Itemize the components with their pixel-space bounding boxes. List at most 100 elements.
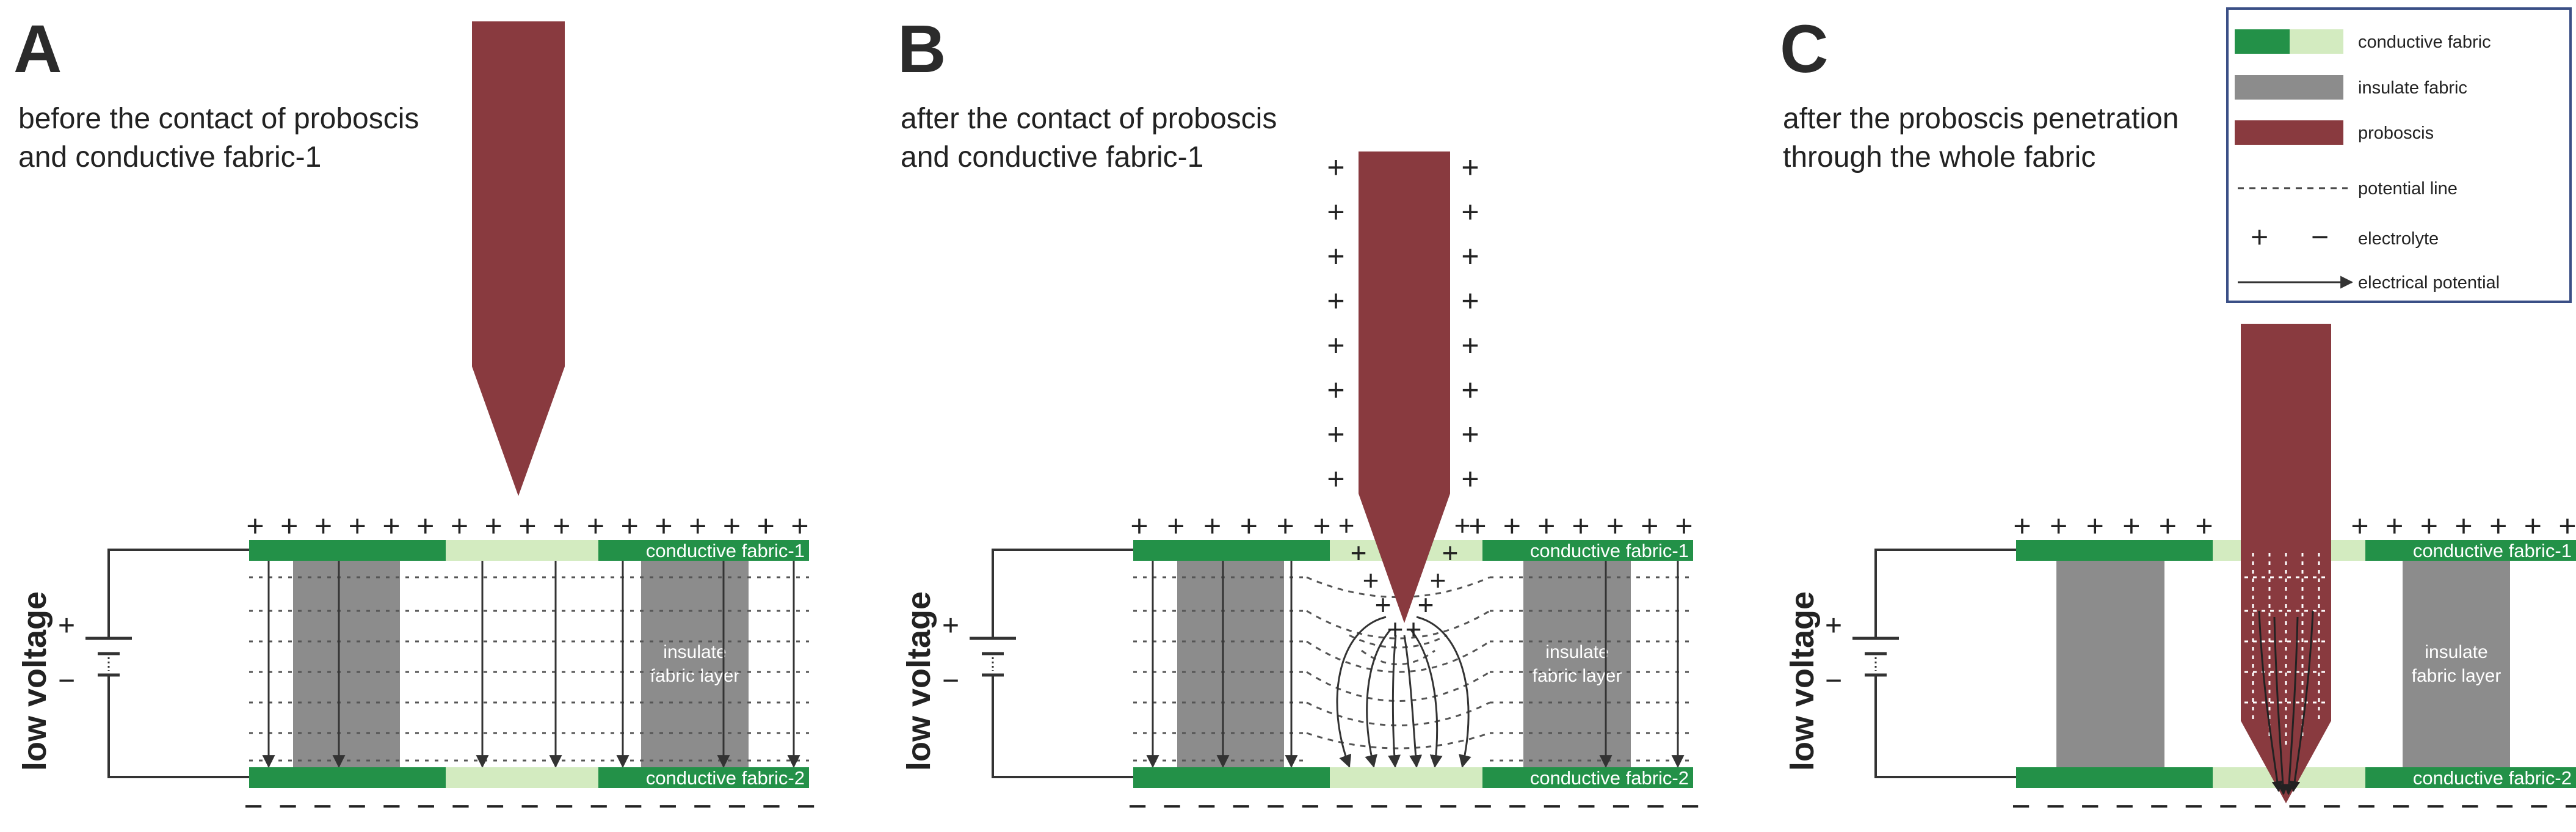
panel-caption-line2: and conductive fabric-1 — [18, 141, 321, 173]
conductive-fabric-2-dark — [1133, 767, 1330, 788]
legend-plus-glyph: + — [2251, 220, 2268, 254]
legend-swatch-conductive-light — [2290, 29, 2343, 54]
fabric-2-label: conductive fabric-2 — [1530, 767, 1689, 789]
electrolyte-minus-glyph: − — [1439, 788, 1458, 825]
electrolyte-plus-glyph: + — [2351, 509, 2368, 543]
battery-icon — [85, 637, 132, 677]
electrolyte-minus-glyph: − — [589, 788, 609, 825]
electrolyte-minus-row: −−−−−−−−−−−−−−−−− — [244, 788, 816, 825]
insulate-block — [1177, 561, 1284, 767]
conductive-fabric-1-dark — [1133, 540, 1330, 561]
electrolyte-plus-glyph: + — [1338, 509, 1355, 541]
electrolyte-plus-glyph: + — [1461, 195, 1479, 229]
electrolyte-plus-glyph: + — [518, 509, 536, 543]
circuit-wires — [1874, 549, 2016, 778]
electrolyte-plus-glyph: + — [2558, 509, 2576, 543]
electrolyte-plus-glyph: + — [1406, 613, 1422, 645]
electrolyte-plus-glyph: + — [485, 509, 503, 543]
electrolyte-plus-glyph: + — [349, 509, 366, 543]
battery-minus: − — [942, 665, 959, 697]
electrolyte-plus-glyph: + — [382, 509, 400, 543]
electrolyte-minus-glyph: − — [1163, 788, 1182, 825]
fabric-1-label: conductive fabric-1 — [646, 540, 805, 561]
electrolyte-plus-glyph: + — [1167, 509, 1185, 543]
low-voltage-label: low voltage — [901, 591, 937, 771]
electrolyte-minus-glyph: − — [1542, 788, 1562, 825]
electrolyte-plus-glyph: + — [1461, 150, 1479, 184]
electrolyte-plus-glyph: + — [280, 509, 298, 543]
electrolyte-plus-glyph: + — [1461, 417, 1479, 451]
conductive-fabric-2-dark — [1482, 767, 1693, 788]
circuit-wires — [107, 549, 249, 778]
electrolyte-minus-glyph: − — [2253, 788, 2273, 825]
electrolyte-plus-glyph: + — [1327, 284, 1344, 318]
electrolyte-minus-glyph: − — [1232, 788, 1251, 825]
electrolyte-plus-glyph: + — [757, 509, 775, 543]
legend-label: proboscis — [2358, 123, 2434, 143]
legend-label: conductive fabric — [2358, 32, 2491, 52]
electrolyte-minus-glyph: − — [244, 788, 263, 825]
electrolyte-plus-glyph: + — [587, 509, 604, 543]
electrolyte-minus-glyph: − — [796, 788, 816, 825]
conductive-fabric-2-dark — [598, 767, 809, 788]
electrolyte-minus-glyph: − — [2219, 788, 2238, 825]
battery-minus: − — [1825, 665, 1842, 697]
electrolyte-plus-glyph: + — [1503, 509, 1521, 543]
electrolyte-minus-glyph: − — [2391, 788, 2411, 825]
electrolyte-plus-glyph: + — [2159, 509, 2177, 543]
legend-box — [2226, 7, 2572, 303]
electrolyte-plus-glyph: + — [791, 509, 808, 543]
electrolyte-minus-glyph: − — [416, 788, 436, 825]
electrolyte-plus-glyph: + — [1327, 150, 1344, 184]
electrolyte-plus-glyph: + — [1537, 509, 1555, 543]
electrolyte-minus-glyph: − — [1197, 788, 1216, 825]
legend-label: potential line — [2358, 179, 2458, 199]
electrolyte-plus-row: +++++++ — [2351, 509, 2576, 543]
conductive-fabric-1-dark — [1482, 540, 1693, 561]
electrolyte-plus-glyph: + — [553, 509, 570, 543]
electrolyte-minus-glyph: − — [1301, 788, 1320, 825]
panel-b: B after the contact of proboscis and con… — [898, 12, 1700, 825]
electrolyte-plus-row: ++++++ — [2013, 509, 2213, 543]
electrolyte-minus-glyph: − — [520, 788, 540, 825]
electrolyte-plus-glyph: + — [1572, 509, 1589, 543]
electrolyte-plus-glyph: + — [416, 509, 434, 543]
electrolyte-plus-glyph: + — [2489, 509, 2507, 543]
electrolyte-plus-glyph: + — [2386, 509, 2403, 543]
insulate-label-line1: insulate — [1545, 642, 1608, 662]
electrolyte-plus-row: +++++++ — [1468, 509, 1693, 543]
electrolyte-minus-glyph: − — [382, 788, 401, 825]
electrolyte-plus-column: ++++++++ — [1461, 150, 1479, 496]
legend: conductive fabric insulate fabric probos… — [2226, 7, 2572, 303]
low-voltage-label: low voltage — [16, 591, 53, 771]
electrolyte-minus-glyph: − — [2011, 788, 2031, 825]
legend-swatch-insulate — [2235, 75, 2343, 100]
electrical-potential-arrows — [2258, 610, 2314, 795]
proboscis-potential-lines — [2244, 553, 2327, 745]
insulate-label-line2: fabric layer — [2412, 666, 2502, 686]
electrolyte-plus-glyph: + — [1461, 328, 1479, 362]
electrolyte-plus-glyph: + — [2524, 509, 2542, 543]
electrolyte-plus-row: +++++++++++++++++ — [246, 509, 808, 543]
electrolyte-plus-glyph: + — [1461, 462, 1479, 496]
electrolyte-plus-glyph: + — [246, 509, 264, 543]
electrolyte-plus-glyph: + — [1418, 589, 1434, 621]
electrolyte-plus-glyph: + — [1675, 509, 1693, 543]
electrolyte-plus-glyph: + — [1461, 284, 1479, 318]
electrolyte-minus-glyph: − — [2357, 788, 2376, 825]
electrolyte-plus-glyph: + — [655, 509, 672, 543]
electrolyte-plus-glyph: + — [1468, 509, 1486, 543]
conductive-fabric-1-dark — [249, 540, 446, 561]
electrolyte-plus-glyph: + — [1606, 509, 1624, 543]
electrolyte-plus-glyph: + — [1240, 509, 1258, 543]
electrolyte-plus-glyph: + — [2086, 509, 2104, 543]
electrolyte-plus-glyph: + — [314, 509, 332, 543]
panel-a: A before the contact of proboscis and co… — [13, 12, 816, 825]
electrolyte-minus-glyph: − — [2115, 788, 2135, 825]
electrolyte-minus-glyph: − — [693, 788, 713, 825]
insulate-label-line1: insulate — [2425, 642, 2487, 662]
panel-letter: C — [1780, 12, 1828, 87]
battery-plus: + — [942, 610, 959, 642]
circuit-wires — [992, 549, 1133, 778]
